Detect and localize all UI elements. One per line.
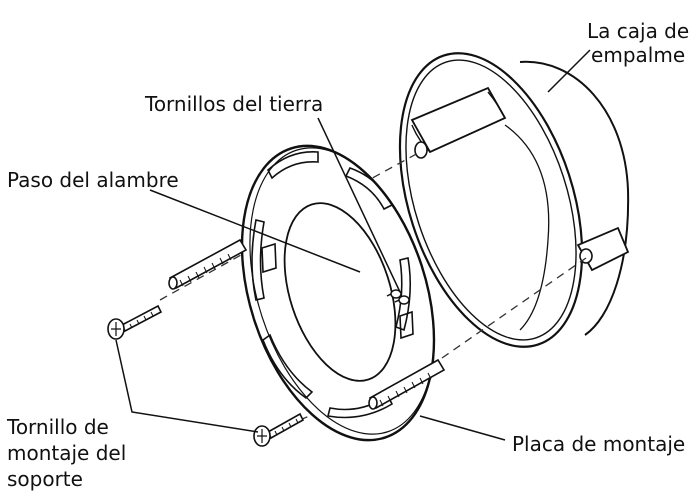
leader-wire-passage <box>150 190 360 272</box>
junction-box-inner-rim <box>374 39 608 362</box>
plate-bolt-lower <box>369 360 444 409</box>
plate-slot-upper-right <box>346 168 392 209</box>
wire-passage-label: Paso del alambre <box>7 168 179 192</box>
ground-screws-label: Tornillos del tierra <box>145 92 324 116</box>
junction-box-top-ear-cylinder <box>412 92 505 152</box>
junction-box-depth-line <box>505 125 549 330</box>
junction-box-label-line-1: La caja de <box>587 19 690 43</box>
leader-mounting-plate <box>420 416 505 440</box>
leader-bracket-screw <box>116 340 258 432</box>
junction-box <box>366 30 628 370</box>
mounting-plate-rim <box>216 124 467 457</box>
plate-slot-left <box>252 220 264 300</box>
plate-bolt-upper <box>169 240 246 289</box>
bracket-screw-label: Tornillo de montaje del soporte <box>7 414 126 492</box>
plate-slot-top <box>268 152 318 178</box>
ground-screws <box>387 290 409 304</box>
plate-slot-bottom <box>328 396 392 418</box>
mounting-plate <box>169 121 469 465</box>
junction-box-label: La caja de empalme <box>587 19 689 67</box>
leader-junction-box <box>548 50 590 92</box>
junction-box-back-edge <box>520 62 628 335</box>
bracket-screw-lower <box>254 414 303 446</box>
leader-lines <box>116 50 590 440</box>
plate-arm-left <box>262 244 276 272</box>
bracket-screw-label-line-2: montaje del <box>7 441 127 465</box>
mounting-plate-center-opening <box>264 189 416 395</box>
mounting-plate-label: Placa de montaje <box>512 432 686 456</box>
plate-arm-right <box>400 312 413 338</box>
plate-slot-lower-left <box>263 335 312 398</box>
junction-box-label-line-2: empalme <box>591 43 686 67</box>
bracket-screw-upper <box>108 306 161 339</box>
leader-ground-screws <box>318 118 400 292</box>
plate-slot-right <box>396 258 410 330</box>
bracket-screw-label-line-3: soporte <box>7 467 83 491</box>
junction-box-top-screw-hole <box>415 142 427 158</box>
bracket-screw-label-line-1: Tornillo de <box>7 415 109 439</box>
